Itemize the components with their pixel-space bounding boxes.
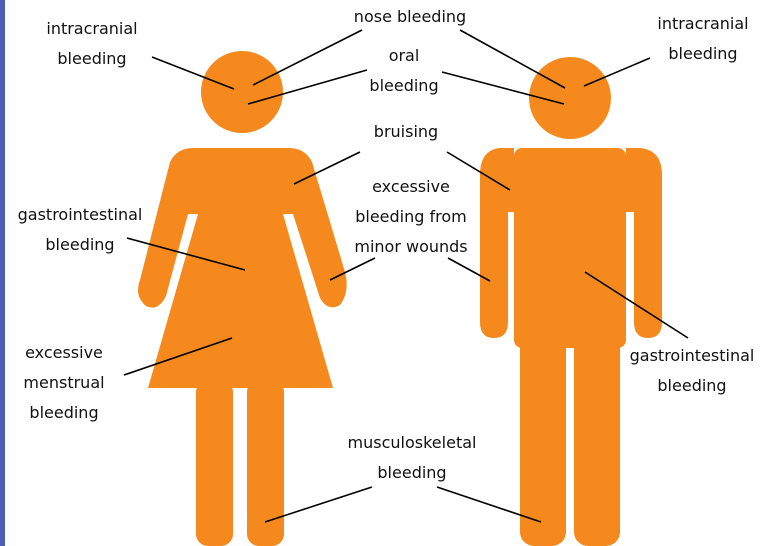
male-figure: [480, 57, 662, 546]
female-figure: [138, 51, 347, 546]
female-left-leg: [196, 380, 233, 546]
label-female-gastrointestinal: gastrointestinal bleeding: [18, 200, 143, 260]
label-bruising: bruising: [374, 117, 438, 147]
male-left-leg: [520, 300, 566, 546]
label-oral-bleeding: oral bleeding: [369, 41, 438, 101]
male-right-leg: [574, 300, 620, 546]
label-musculoskeletal: musculoskeletal bleeding: [348, 428, 477, 488]
female-head: [201, 51, 283, 133]
male-left-arm: [480, 148, 514, 338]
label-female-intracranial: intracranial bleeding: [46, 14, 137, 74]
female-torso-dress: [138, 148, 347, 388]
leader-nose-male: [460, 30, 565, 88]
label-menstrual: excessive menstrual bleeding: [23, 338, 104, 428]
label-minor-wounds: excessive bleeding from minor wounds: [354, 172, 467, 262]
label-male-intracranial: intracranial bleeding: [657, 9, 748, 69]
label-nose-bleeding: nose bleeding: [354, 2, 466, 32]
label-male-gastrointestinal: gastrointestinal bleeding: [630, 341, 755, 401]
